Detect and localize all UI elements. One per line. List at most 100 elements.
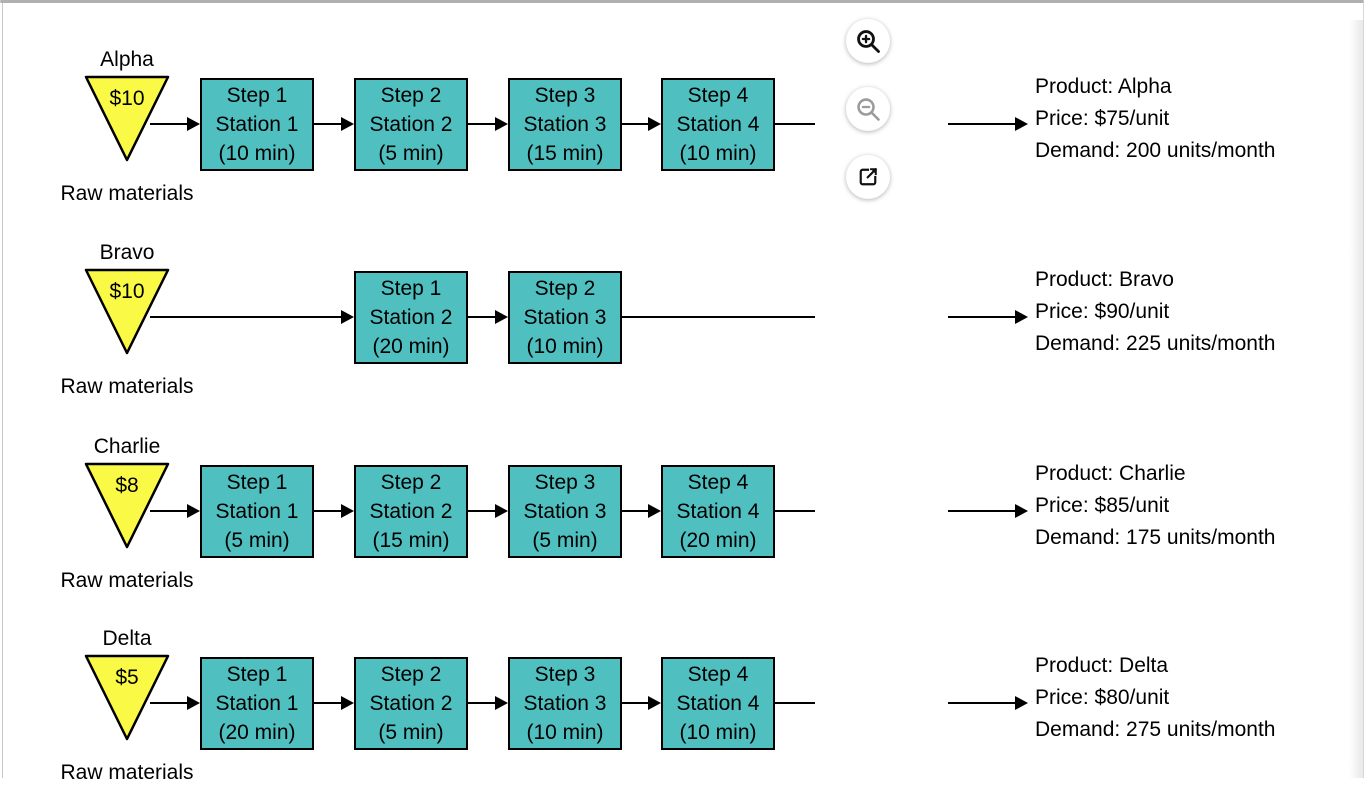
step-label: Step 3 xyxy=(534,84,596,107)
connector-tail-line xyxy=(622,316,815,318)
arrowhead-icon xyxy=(187,504,200,518)
product-name-line: Product: Delta xyxy=(1035,654,1169,677)
raw-materials-label: Raw materials xyxy=(60,375,194,398)
time-label: (20 min) xyxy=(679,529,757,552)
product-price-line: Price: $90/unit xyxy=(1035,300,1170,323)
time-label: (10 min) xyxy=(218,142,296,165)
process-step-box: Step 2 Station 2 (5 min) xyxy=(354,78,468,171)
product-price-line: Price: $80/unit xyxy=(1035,686,1170,709)
step-label: Step 2 xyxy=(534,277,596,300)
station-label: Station 3 xyxy=(523,306,607,329)
arrowhead-icon xyxy=(1015,310,1028,324)
raw-source-title: Bravo xyxy=(99,241,155,264)
step-label: Step 2 xyxy=(380,471,442,494)
raw-cost: $8 xyxy=(115,474,139,497)
connector-line xyxy=(468,123,495,125)
arrowhead-icon xyxy=(495,504,508,518)
time-label: (5 min) xyxy=(224,529,290,552)
arrowhead-icon xyxy=(187,696,200,710)
product-demand-line: Demand: 175 units/month xyxy=(1035,526,1276,549)
flow-row-delta: Delta $5 Raw materials Step 1 Station 1 … xyxy=(0,628,1364,793)
station-label: Station 2 xyxy=(369,692,453,715)
process-step-box: Step 1 Station 1 (10 min) xyxy=(200,78,314,171)
station-label: Station 1 xyxy=(215,692,299,715)
process-step-box: Step 4 Station 4 (20 min) xyxy=(661,465,775,558)
arrowhead-icon xyxy=(495,117,508,131)
station-label: Station 4 xyxy=(676,500,760,523)
raw-materials-triangle-icon xyxy=(84,75,170,162)
arrowhead-icon xyxy=(341,504,354,518)
raw-cost: $10 xyxy=(109,87,145,110)
magnifier-minus-icon xyxy=(857,98,880,121)
arrowhead-icon xyxy=(1015,117,1028,131)
raw-materials-label: Raw materials xyxy=(60,182,194,205)
raw-source-title: Delta xyxy=(102,627,152,650)
arrowhead-icon xyxy=(648,504,661,518)
raw-source-title: Alpha xyxy=(100,48,154,71)
raw-cost: $5 xyxy=(115,666,139,689)
window-left-border xyxy=(2,3,3,778)
time-label: (20 min) xyxy=(372,335,450,358)
time-label: (5 min) xyxy=(378,721,444,744)
step-label: Step 2 xyxy=(380,663,442,686)
time-label: (10 min) xyxy=(679,721,757,744)
connector-line xyxy=(150,510,187,512)
connector-tail-line xyxy=(775,702,815,704)
flow-row-charlie: Charlie $8 Raw materials Step 1 Station … xyxy=(0,436,1364,601)
connector-line xyxy=(622,510,648,512)
station-label: Station 3 xyxy=(523,500,607,523)
raw-source-title: Charlie xyxy=(93,435,161,458)
connector-line xyxy=(150,123,187,125)
zoom-in-button[interactable] xyxy=(846,19,890,63)
raw-materials-label: Raw materials xyxy=(60,569,194,592)
raw-materials-triangle-icon xyxy=(84,462,170,549)
arrowhead-icon xyxy=(341,117,354,131)
time-label: (10 min) xyxy=(679,142,757,165)
product-demand-line: Demand: 200 units/month xyxy=(1035,139,1276,162)
output-arrow-line xyxy=(948,702,1015,704)
process-step-box: Step 1 Station 1 (20 min) xyxy=(200,657,314,750)
arrowhead-icon xyxy=(1015,504,1028,518)
step-label: Step 3 xyxy=(534,663,596,686)
zoom-out-button[interactable] xyxy=(846,87,890,131)
station-label: Station 4 xyxy=(676,692,760,715)
step-label: Step 1 xyxy=(380,277,442,300)
arrowhead-icon xyxy=(341,310,354,324)
connector-line xyxy=(314,510,341,512)
time-label: (5 min) xyxy=(378,142,444,165)
raw-materials-triangle-icon xyxy=(84,654,170,741)
station-label: Station 3 xyxy=(523,692,607,715)
product-info: Product: Bravo Price: $90/unit Demand: 2… xyxy=(1035,264,1275,360)
connector-line xyxy=(314,123,341,125)
open-in-new-button[interactable] xyxy=(846,155,890,199)
station-label: Station 4 xyxy=(676,113,760,136)
station-label: Station 2 xyxy=(369,113,453,136)
connector-tail-line xyxy=(775,123,815,125)
process-step-box: Step 1 Station 2 (20 min) xyxy=(354,271,468,364)
flow-row-bravo: Bravo $10 Raw materials Step 1 Station 2… xyxy=(0,242,1364,407)
arrowhead-icon xyxy=(495,310,508,324)
product-name-line: Product: Charlie xyxy=(1035,462,1186,485)
product-info: Product: Charlie Price: $85/unit Demand:… xyxy=(1035,458,1275,554)
raw-materials-label: Raw materials xyxy=(60,761,194,784)
product-info: Product: Alpha Price: $75/unit Demand: 2… xyxy=(1035,71,1275,167)
step-label: Step 1 xyxy=(226,471,288,494)
connector-line xyxy=(468,316,495,318)
connector-line xyxy=(314,702,341,704)
product-name-line: Product: Alpha xyxy=(1035,75,1172,98)
connector-line xyxy=(150,702,187,704)
arrowhead-icon xyxy=(495,696,508,710)
connector-tail-line xyxy=(775,510,815,512)
step-label: Step 2 xyxy=(380,84,442,107)
station-label: Station 2 xyxy=(369,306,453,329)
arrowhead-icon xyxy=(187,117,200,131)
product-demand-line: Demand: 275 units/month xyxy=(1035,718,1276,741)
raw-cost: $10 xyxy=(109,280,145,303)
station-label: Station 3 xyxy=(523,113,607,136)
connector-line xyxy=(150,316,341,318)
connector-line xyxy=(468,702,495,704)
step-label: Step 4 xyxy=(687,84,749,107)
product-price-line: Price: $85/unit xyxy=(1035,494,1170,517)
flow-row-alpha: Alpha $10 Raw materials Step 1 Station 1… xyxy=(0,49,1364,214)
connector-line xyxy=(622,123,648,125)
